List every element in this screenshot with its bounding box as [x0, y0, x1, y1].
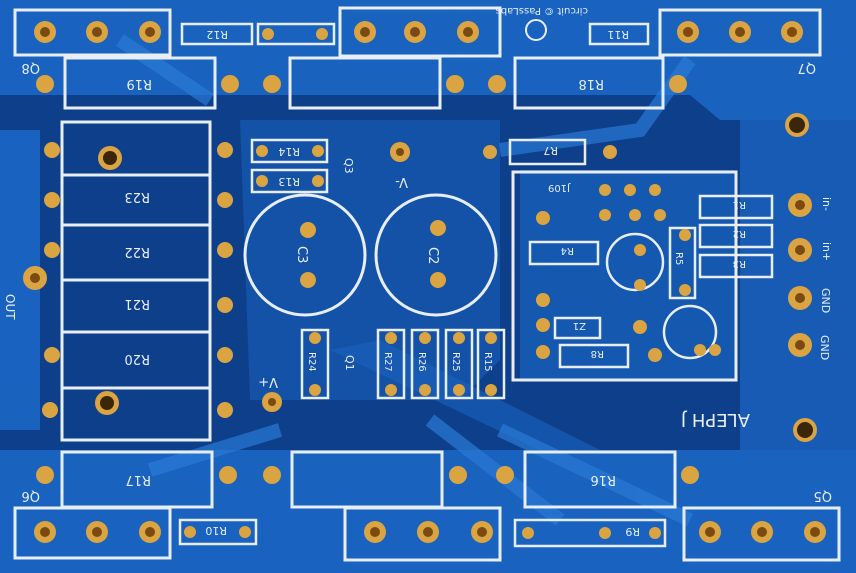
svg-text:R19: R19	[126, 76, 152, 91]
capacitor-c2: C2	[374, 193, 498, 317]
transistor-q7: Q7	[658, 8, 822, 75]
resistor-bank-left: R23 R22 R21 R20 OUT	[3, 120, 233, 442]
resistor-top-mid	[263, 56, 464, 110]
svg-text:in-: in-	[820, 197, 833, 211]
resistor-r18: R18	[488, 56, 687, 110]
resistor-r7: R7	[483, 138, 617, 166]
label-q5: Q5	[813, 488, 832, 503]
svg-text:R27: R27	[382, 352, 393, 372]
svg-text:R9: R9	[625, 525, 640, 538]
input-connectors: in- in+ GND GND	[788, 193, 833, 360]
label-q3: Q3	[342, 158, 355, 174]
pd-logo-icon	[525, 19, 547, 41]
svg-text:in+: in+	[820, 242, 833, 261]
svg-text:R26: R26	[416, 352, 427, 372]
svg-text:GND: GND	[818, 335, 831, 360]
vminus-label: V-	[395, 174, 408, 189]
label-q1: Q1	[343, 355, 356, 371]
resistor-bottom-mid	[263, 450, 467, 509]
svg-text:R10: R10	[205, 524, 227, 537]
resistor-r14-r13: R14 R13 Q3 V-	[250, 138, 410, 194]
resistor-r12: R12	[180, 22, 336, 46]
svg-text:R17: R17	[125, 472, 151, 487]
transistor-top-center	[338, 6, 502, 58]
svg-text:R25: R25	[450, 352, 461, 372]
svg-text:J109: J109	[548, 182, 571, 193]
transistor-q5: Q5	[682, 488, 841, 562]
svg-text:R3: R3	[733, 258, 746, 269]
svg-text:R4: R4	[561, 245, 574, 256]
vplus-label: V+	[258, 374, 278, 389]
label-q6: Q6	[21, 488, 40, 503]
resistor-r17: R17	[36, 450, 237, 509]
copper-traces	[116, 34, 696, 527]
resistor-r19: R19	[36, 56, 239, 110]
svg-text:R22: R22	[124, 244, 150, 259]
brand-label: circuit © PassLabs	[496, 5, 588, 16]
resistor-r10: R10	[178, 518, 258, 546]
svg-text:GND: GND	[819, 288, 832, 313]
resistor-row-middle: R24 R27 R26 R25 R15 Q1 V+	[258, 328, 506, 412]
svg-text:R1: R1	[733, 199, 746, 210]
svg-text:R5: R5	[673, 252, 684, 265]
label-q8: Q8	[21, 60, 40, 75]
input-stage: J109 R4 Z1 R8 R5 R1 R2 R3	[511, 170, 774, 382]
svg-text:R12: R12	[206, 28, 228, 41]
label-q7: Q7	[797, 60, 816, 75]
svg-text:R23: R23	[124, 189, 150, 204]
capacitor-c3: C3	[243, 193, 367, 317]
svg-text:R7: R7	[543, 144, 558, 157]
svg-text:R2: R2	[733, 228, 746, 239]
svg-text:R13: R13	[278, 175, 300, 188]
svg-text:R15: R15	[482, 352, 493, 372]
svg-text:R14: R14	[278, 145, 300, 158]
svg-text:R20: R20	[124, 351, 150, 366]
svg-text:R18: R18	[578, 76, 604, 91]
svg-text:R11: R11	[607, 28, 629, 41]
svg-text:Z1: Z1	[573, 320, 586, 331]
board-title: ALEPH J	[681, 409, 750, 430]
svg-text:R21: R21	[124, 296, 150, 311]
resistor-r9: R9	[513, 518, 667, 548]
out-label: OUT	[3, 294, 17, 320]
svg-text:R8: R8	[591, 348, 604, 359]
transistor-q6: Q6	[13, 488, 172, 560]
svg-text:R16: R16	[590, 472, 616, 487]
svg-text:C2: C2	[425, 247, 440, 264]
svg-text:C3: C3	[294, 246, 309, 263]
resistor-r16: R16	[496, 450, 699, 509]
resistor-r11: R11 circuit © PassLabs	[496, 5, 650, 46]
transistor-q8: Q8	[13, 8, 172, 75]
svg-text:R24: R24	[306, 352, 317, 372]
